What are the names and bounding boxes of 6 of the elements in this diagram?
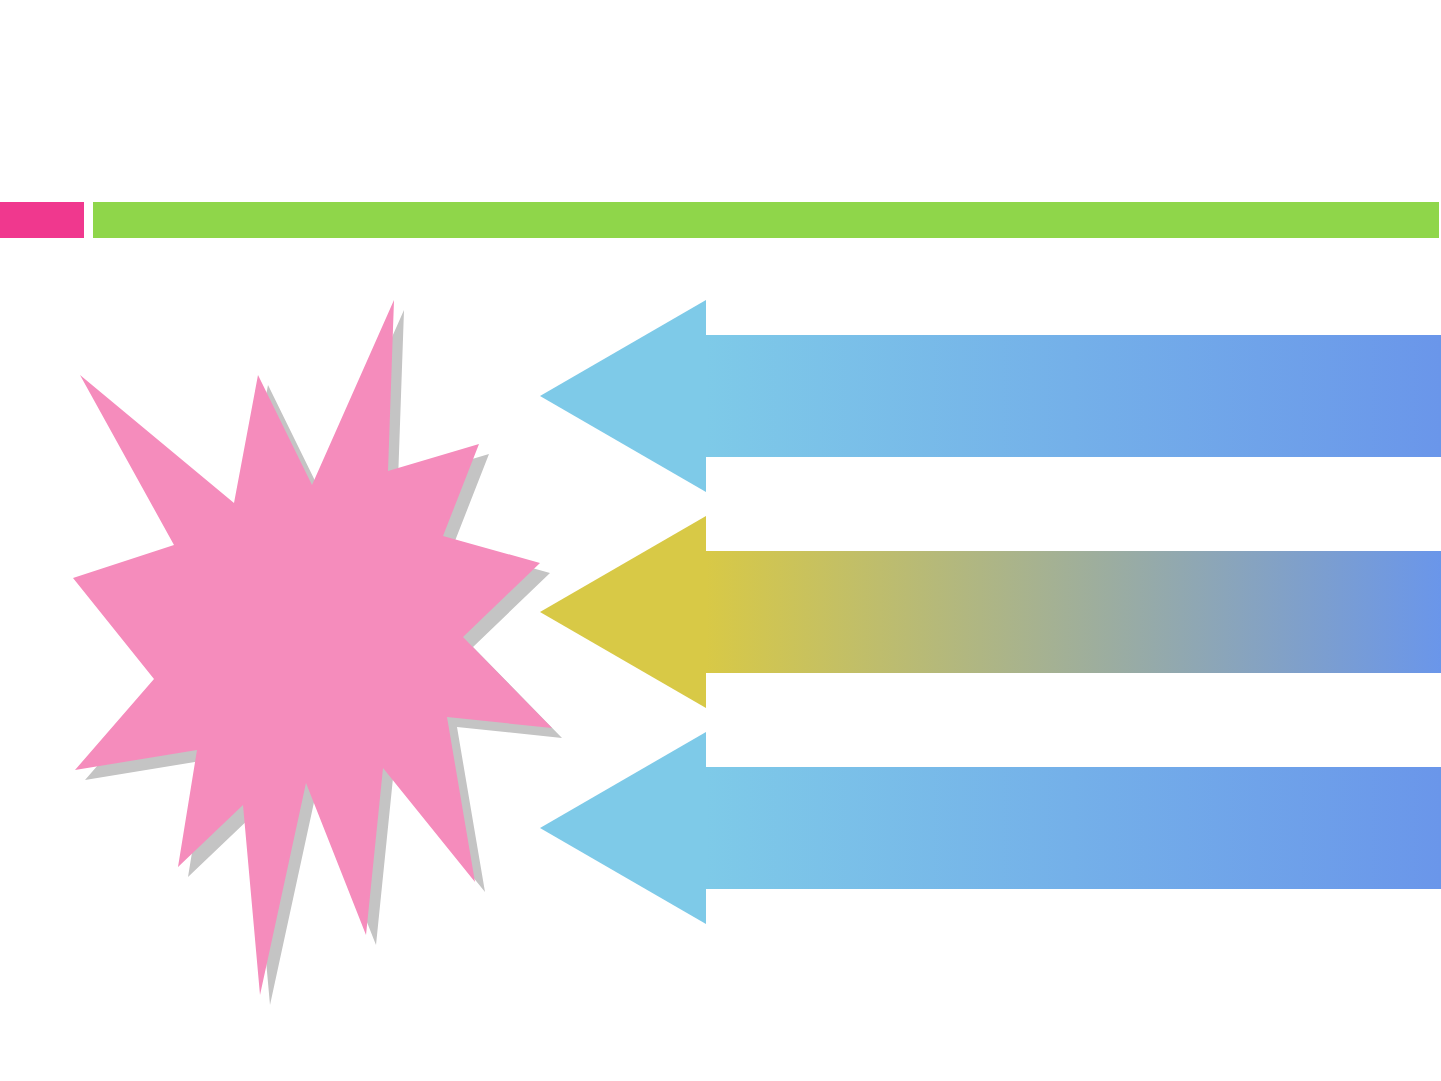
starburst-shape xyxy=(73,300,562,1005)
arrow xyxy=(540,516,1441,708)
arrow xyxy=(540,300,1441,492)
accent-bar xyxy=(0,202,84,238)
header-bar xyxy=(93,202,1439,238)
arrow xyxy=(540,732,1441,924)
